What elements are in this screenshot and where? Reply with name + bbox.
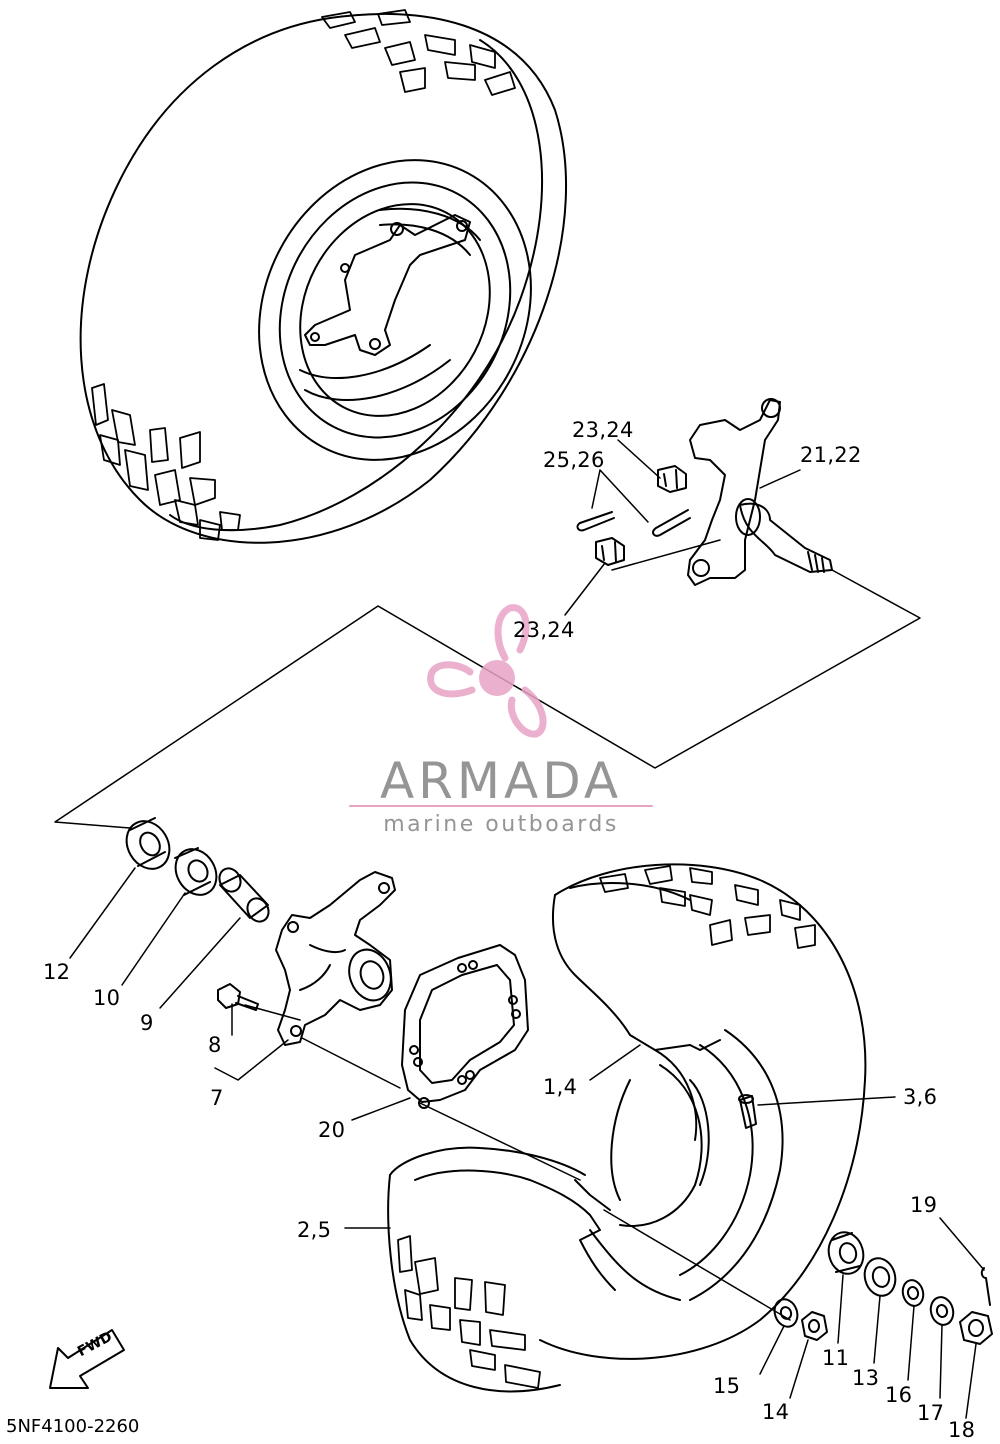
lower-tread-blocks [397,865,816,1389]
nut-14 [801,1311,828,1341]
collar-16 [901,1279,925,1307]
callout-11: 11 [822,1346,850,1370]
lower-wheel-rim-inner-half [387,1146,681,1393]
callout-23-24-bottom: 23,24 [513,618,575,642]
castle-nut-bottom [595,537,625,566]
callout-17: 17 [917,1401,945,1425]
collar-9 [218,867,270,923]
callout-20: 20 [318,1118,346,1142]
callout-14: 14 [762,1400,790,1424]
cotter-pin-left [576,511,615,532]
upper-rim-inner [278,181,512,439]
rim-contour [379,207,481,241]
washer-17 [929,1296,955,1326]
cotter-pin-right [652,509,691,537]
hub-stud-hole [378,882,390,894]
knuckle-eye [761,398,781,418]
callout-13: 13 [852,1366,880,1390]
hub-hole [390,222,404,236]
callout-18: 18 [948,1418,976,1442]
hub-hole [369,338,381,350]
callout-19: 19 [910,1193,938,1217]
disc-hole [457,963,467,973]
disc-hole [457,1075,467,1085]
rim-contour [379,223,471,256]
upper-tire-sidewall [169,39,544,532]
hub-bolt-8 [217,983,259,1011]
spindle-thread [807,551,825,573]
oil-seal-12 [125,817,171,870]
knuckle-eye [692,559,710,577]
hub-hole [456,220,468,232]
hub-stud-hole [287,921,299,933]
rim-contour [304,359,451,401]
upper-rim-well [299,203,491,417]
callout-12: 12 [43,960,71,984]
oil-seal-13 [863,1257,897,1297]
upper-wheel-assembly [79,9,567,544]
watermark-tagline: marine outboards [383,812,619,837]
callout-7: 7 [210,1086,224,1110]
nut-18 [959,1311,993,1345]
washer-15 [773,1298,799,1328]
hub-hole [340,263,350,273]
bearing-10 [174,847,218,896]
disc-hole [409,1045,419,1055]
callout-25-26: 25,26 [543,448,605,472]
valve-3-6 [738,1094,757,1129]
brake-disc-20 [401,944,529,1109]
fwd-arrow [49,1329,125,1389]
watermark-brand-name: ARMADA [379,752,623,810]
front-hub-7 [275,871,396,1046]
callout-2-5: 2,5 [297,1218,332,1242]
callout-1-4: 1,4 [543,1075,578,1099]
castle-nut-top [657,465,687,493]
disc-hole [468,960,478,970]
armada-logo-icon [427,604,547,738]
upper-tread-blocks [91,9,516,541]
disc-hole [511,1009,521,1019]
diagram-code: 5NF4100-2260 [6,1416,140,1437]
callout-3-6: 3,6 [903,1085,938,1109]
callout-8: 8 [208,1033,222,1057]
cotter-pin-19 [980,1267,991,1306]
spindle [739,502,833,573]
disc-hole [465,1070,475,1080]
hub-hole [310,332,320,342]
disc-hole [413,1057,423,1067]
callout-23-24-top: 23,24 [572,418,634,442]
lower-wheel-rim-outer-half [539,863,867,1360]
spindle-flange [735,498,761,536]
leader-lines-lower [69,867,985,1419]
callout-9: 9 [140,1011,154,1035]
bearing-11 [827,1231,865,1275]
rim-contour [299,344,431,379]
disc-hole [418,1097,430,1109]
upper-rim-outer [258,159,532,461]
callout-21-22: 21,22 [800,443,862,467]
callout-10: 10 [93,986,121,1010]
steering-knuckle [687,398,833,586]
hub-stud-hole [290,1025,302,1037]
disc-hole [508,995,518,1005]
callout-15: 15 [713,1374,741,1398]
upper-tire-outer [79,12,567,544]
upper-hub [304,214,471,356]
leader-lines-top [54,439,921,829]
callout-16: 16 [885,1383,913,1407]
